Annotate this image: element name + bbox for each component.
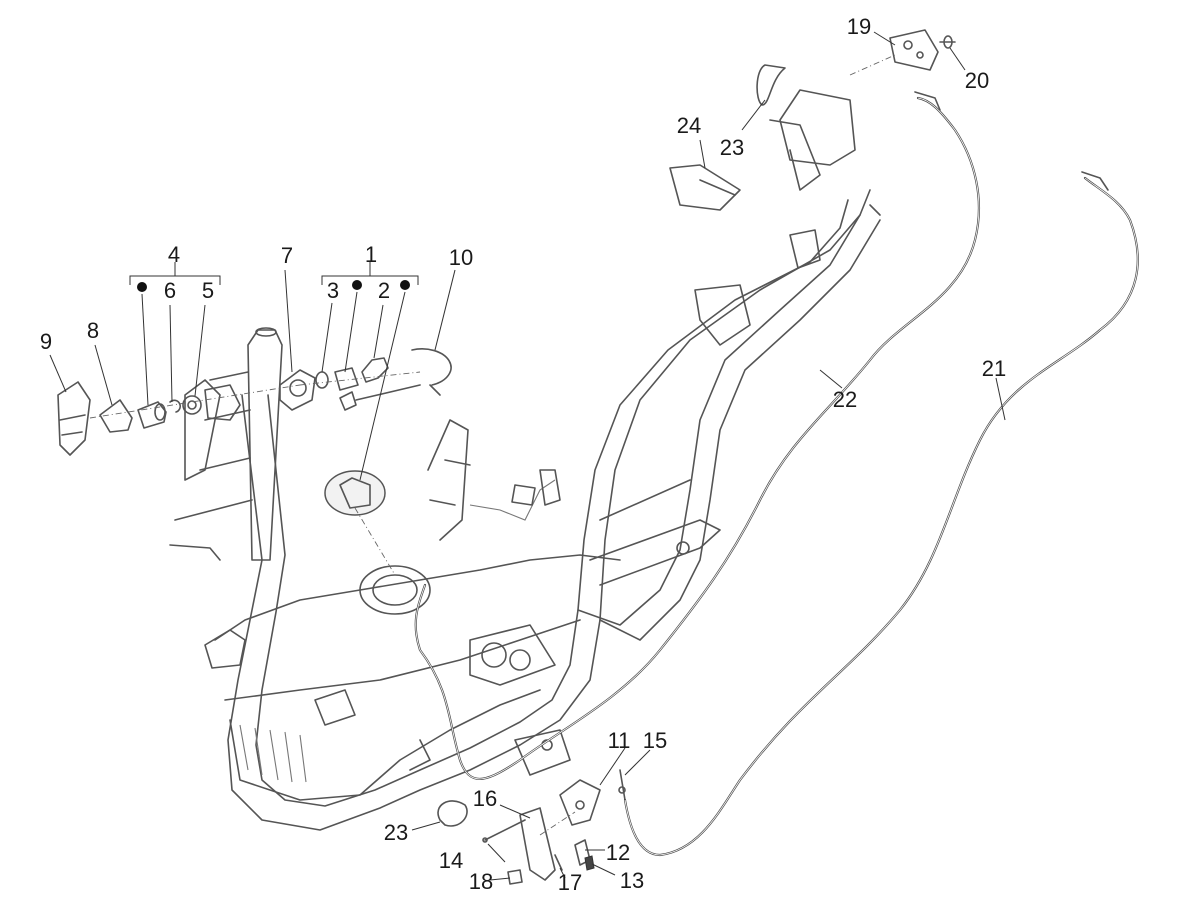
latch-19-part (889, 29, 939, 71)
ignition-switch-part (57, 381, 91, 456)
callout-14: 14 (439, 848, 463, 873)
ring-clamp-10-part (411, 348, 452, 396)
cable-22 (414, 91, 981, 780)
callout-5: 5 (202, 278, 214, 303)
key-part (339, 357, 421, 411)
marker-dot (400, 280, 410, 290)
callout-13: 13 (620, 868, 644, 893)
callout-18: 18 (469, 869, 493, 894)
circlip-part (169, 399, 182, 413)
cable-21 (623, 171, 1139, 857)
callout-22: 22 (833, 387, 857, 412)
callout-labels: 1 2 3 4 5 6 7 8 9 10 11 12 13 14 15 16 1… (40, 14, 1006, 895)
nut-13-part (584, 855, 595, 871)
clip-18-part (507, 869, 523, 885)
bracket-16-part (519, 807, 556, 881)
callout-10: 10 (449, 245, 473, 270)
callout-6: 6 (164, 278, 176, 303)
strap-23-bottom-part (437, 800, 468, 827)
callout-16: 16 (473, 786, 497, 811)
lock-assembly-7-part (279, 369, 316, 411)
cover-part (99, 399, 133, 433)
callout-24: 24 (677, 113, 701, 138)
lock-barrel-part (137, 401, 167, 429)
callout-21: 21 (982, 356, 1006, 381)
callout-20: 20 (965, 68, 989, 93)
alignment-lines (89, 54, 896, 836)
callout-9: 9 (40, 329, 52, 354)
callout-12: 12 (606, 840, 630, 865)
screw-17-part (554, 854, 563, 871)
marker-dot (352, 280, 362, 290)
strap-23-top-part (756, 64, 786, 106)
callout-15: 15 (643, 728, 667, 753)
callout-2: 2 (378, 278, 390, 303)
callout-11: 11 (608, 728, 631, 753)
scooter-frame (169, 89, 881, 831)
leader-lines (49, 31, 1006, 881)
callout-19: 19 (847, 14, 871, 39)
bolt-14-part (482, 819, 526, 843)
callout-17: 17 (558, 870, 582, 895)
callout-23-top: 23 (720, 135, 744, 160)
marker-dot (137, 282, 147, 292)
o-ring-3-part (315, 371, 329, 389)
lock-housing-part (204, 384, 241, 421)
washer-part (182, 395, 202, 415)
screw-20-part (939, 35, 956, 49)
fuel-cap-part (324, 470, 386, 516)
lock-cylinder-part (334, 367, 359, 391)
group-markers (137, 280, 410, 292)
callout-1: 1 (365, 242, 377, 267)
lever-11-part (559, 779, 601, 826)
callout-4: 4 (168, 242, 180, 267)
callout-7: 7 (281, 243, 293, 268)
callout-8: 8 (87, 318, 99, 343)
cable-end-15-part (618, 769, 626, 801)
group-brackets (129, 262, 419, 285)
bracket-24-part (669, 164, 741, 211)
callout-3: 3 (327, 278, 339, 303)
callout-23-bottom: 23 (384, 820, 408, 845)
